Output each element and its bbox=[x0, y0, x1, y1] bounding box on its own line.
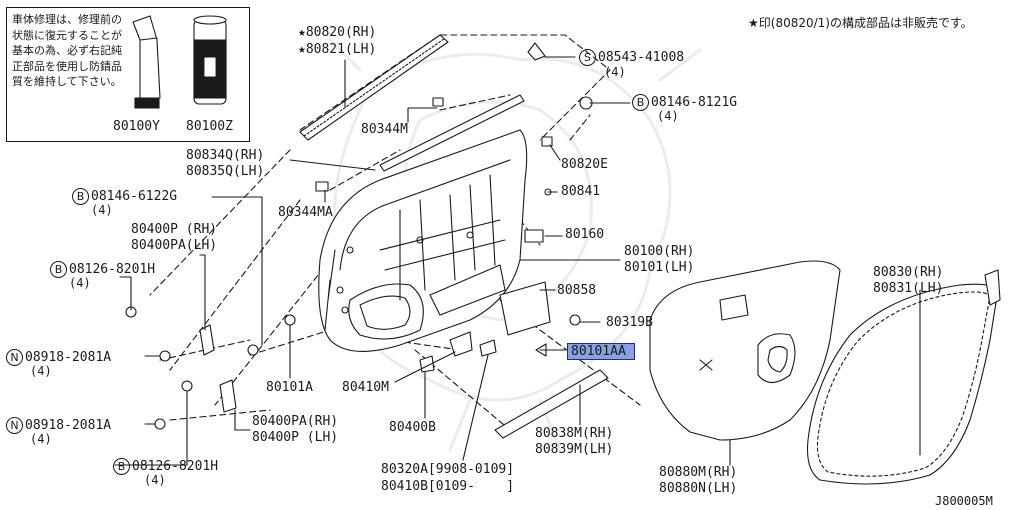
non-sale-note: ★印(80820/1)の構成部品は非販売です。 bbox=[748, 16, 973, 30]
qty-08146-8121g: (4) bbox=[657, 109, 679, 123]
door-shell-icon bbox=[318, 129, 528, 352]
part-label-80820e[interactable]: 80820E bbox=[561, 157, 608, 172]
part-label-80880m-rh[interactable]: 80880M(RH) bbox=[659, 465, 738, 480]
part-label-08146-8121g[interactable]: 08146-8121G bbox=[651, 95, 738, 110]
part-label-80858[interactable]: 80858 bbox=[557, 283, 597, 298]
part-label-80344m[interactable]: 80344M bbox=[361, 122, 408, 137]
selected-part-label: 80101AA bbox=[571, 344, 626, 359]
part-label-80839m-lh[interactable]: 80839M(LH) bbox=[535, 442, 614, 457]
bracket-80410m-icon bbox=[449, 331, 473, 357]
repair-note-box: 車体修理は、修理前の状態に復元することが基本の為、必ず右記純正部品を使用し防錆品… bbox=[6, 7, 250, 142]
qty-08126-8201h-a: (4) bbox=[69, 276, 91, 290]
part-label-80835q[interactable]: 80835Q(LH) bbox=[186, 164, 265, 179]
part-label-80400p-rh[interactable]: 80400P (RH) bbox=[131, 222, 218, 237]
clip-80319b-icon bbox=[569, 314, 581, 326]
part-label-80344ma[interactable]: 80344MA bbox=[278, 205, 333, 220]
nut-08918-a-icon bbox=[159, 350, 171, 362]
part-label-80834q[interactable]: 80834Q(RH) bbox=[186, 148, 265, 163]
part-label-80400pa-rh[interactable]: 80400PA(RH) bbox=[252, 414, 339, 429]
nut-80101a-icon bbox=[284, 314, 296, 326]
clip-80344ma-icon bbox=[315, 181, 329, 192]
hinge-80400pa-icon bbox=[219, 379, 237, 413]
part-label-08543-41008[interactable]: 08543-41008 bbox=[598, 50, 685, 65]
part-label-80400pa-lh[interactable]: 80400PA(LH) bbox=[131, 238, 218, 253]
part-label-80400b[interactable]: 80400B bbox=[389, 420, 436, 435]
qty-08126-8201h-b: (4) bbox=[144, 473, 166, 487]
selected-part-80101aa[interactable]: 80101AA bbox=[567, 343, 635, 360]
part-label-80841[interactable]: 80841 bbox=[561, 184, 601, 199]
part-label-80821[interactable]: ★80821(LH) bbox=[298, 42, 377, 57]
leader-lines bbox=[114, 56, 921, 466]
door-trim-80880m-icon bbox=[649, 260, 841, 441]
part-label-80410b[interactable]: 80410B[0109- ] bbox=[381, 479, 515, 494]
repair-note-text: 車体修理は、修理前の状態に復元することが基本の為、必ず右記純正部品を使用し防錆品… bbox=[12, 13, 122, 89]
screw-symbol-icon: S bbox=[579, 49, 596, 66]
part-label-80320a[interactable]: 80320A[9908-0109] bbox=[381, 462, 515, 477]
part-label-80410m[interactable]: 80410M bbox=[342, 380, 389, 395]
part-label-08918-2081a-b[interactable]: 08918-2081A bbox=[25, 418, 112, 433]
qty-08918-2081a-b: (4) bbox=[30, 432, 52, 446]
hinge-80400p-icon bbox=[199, 324, 215, 356]
part-label-80160[interactable]: 80160 bbox=[565, 227, 605, 242]
part-label-80400p-lh[interactable]: 80400P (LH) bbox=[252, 430, 339, 445]
screw-08543-icon bbox=[527, 42, 546, 61]
bolt-symbol-icon: B bbox=[50, 261, 67, 278]
part-label-80101a[interactable]: 80101A bbox=[266, 380, 313, 395]
qty-08146-6122g: (4) bbox=[91, 203, 113, 217]
bolt-symbol-icon: B bbox=[72, 188, 89, 205]
nut-08918-b-icon bbox=[154, 418, 166, 430]
part-label-80820[interactable]: ★80820(RH) bbox=[298, 25, 377, 40]
weatherstrip-80834q-icon bbox=[379, 94, 525, 172]
bolt-08126-b-icon bbox=[181, 380, 193, 392]
part-label-08918-2081a-a[interactable]: 08918-2081A bbox=[25, 350, 112, 365]
part-label-80100y[interactable]: 80100Y bbox=[113, 119, 160, 134]
bolt-symbol-icon: B bbox=[113, 458, 130, 475]
weatherstrip-80830-icon bbox=[806, 269, 1001, 485]
nut-symbol-icon: N bbox=[6, 417, 23, 434]
bolt-symbol-icon: B bbox=[632, 94, 649, 111]
sealant-tube-icon bbox=[132, 15, 161, 109]
bracket-80820e-icon bbox=[541, 136, 553, 147]
qty-08543-41008: (4) bbox=[604, 65, 626, 79]
part-label-80319b[interactable]: 80319B bbox=[606, 315, 653, 330]
part-label-08146-6122g[interactable]: 08146-6122G bbox=[91, 189, 178, 204]
part-label-08126-8201h-a[interactable]: 08126-8201H bbox=[69, 262, 156, 277]
part-label-80838m-rh[interactable]: 80838M(RH) bbox=[535, 426, 614, 441]
seal-80160-icon bbox=[524, 229, 544, 243]
part-label-80100-rh[interactable]: 80100(RH) bbox=[624, 244, 695, 259]
part-label-80830-rh[interactable]: 80830(RH) bbox=[873, 265, 944, 280]
part-label-08126-8201h-b[interactable]: 08126-8201H bbox=[132, 459, 219, 474]
bolt-08146-6122-icon bbox=[247, 344, 259, 356]
part-label-80100z[interactable]: 80100Z bbox=[186, 119, 233, 134]
qty-08918-2081a-a: (4) bbox=[30, 364, 52, 378]
part-label-80831-lh[interactable]: 80831(LH) bbox=[873, 281, 944, 296]
diagram-id: J800005M bbox=[935, 494, 993, 508]
clip-80344m-icon bbox=[432, 97, 444, 107]
aerosol-can-icon bbox=[193, 15, 227, 105]
part-label-80880n-lh[interactable]: 80880N(LH) bbox=[659, 481, 738, 496]
pocket-80858-icon bbox=[499, 281, 551, 336]
part-label-80101-lh[interactable]: 80101(LH) bbox=[624, 260, 695, 275]
nut-symbol-icon: N bbox=[6, 349, 23, 366]
